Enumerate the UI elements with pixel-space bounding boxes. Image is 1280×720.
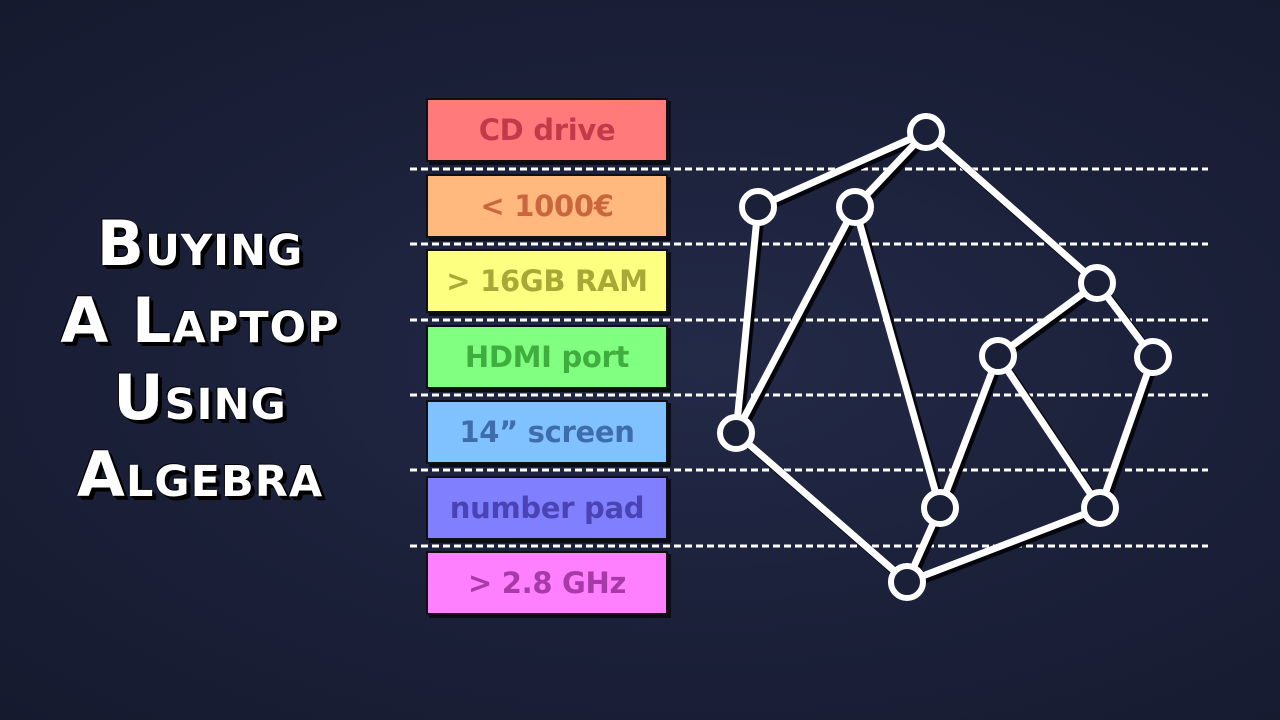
edge-shadow: [757, 131, 933, 214]
graph-node-top: [907, 113, 945, 151]
graph-edge-f-bottom: [732, 429, 911, 586]
graph-node-e: [1134, 338, 1172, 376]
graph-node-bottom: [888, 563, 926, 601]
graph-edge-top-c: [922, 128, 1101, 287]
graph-edge-d-h: [994, 352, 1104, 512]
edge-shadow: [939, 355, 1005, 515]
graph-edge-d-g: [936, 352, 1002, 512]
edge-shadow: [997, 282, 1104, 363]
graph-node-a: [739, 188, 777, 226]
requirement-label: > 2.8 GHz: [467, 566, 627, 600]
requirement-label: < 1000€: [480, 188, 614, 223]
graph-edge-e-h: [1096, 353, 1157, 512]
graph-edge-c-d: [994, 279, 1101, 360]
requirement-label: 14” screen: [459, 415, 635, 449]
requirement-bar-number-pad: number pad: [426, 475, 668, 540]
requirement-bar-cpu: > 2.8 GHz: [426, 551, 668, 615]
graph-node-h: [1081, 489, 1119, 527]
title-line-4: Algebra: [76, 438, 324, 511]
title-line-2: A Laptop: [60, 284, 340, 357]
graph-edge-top-a: [754, 128, 930, 211]
edge-shadow: [735, 206, 862, 440]
graph-edge-b-f: [732, 203, 859, 437]
requirement-bar-hdmi: HDMI port: [426, 324, 668, 389]
requirement-label: number pad: [449, 490, 645, 525]
graph-node-c: [1078, 264, 1116, 302]
requirement-bar-screen: 14” screen: [426, 400, 668, 464]
graph-node-b: [836, 188, 874, 226]
requirement-label: > 16GB RAM: [446, 264, 648, 298]
edge-shadow: [1099, 356, 1160, 515]
requirement-label: HDMI port: [464, 339, 630, 374]
title-line-1: Buying: [96, 207, 304, 280]
graph-edge-a-f: [732, 203, 762, 437]
requirement-label: CD drive: [478, 113, 616, 147]
graph-node-d: [979, 337, 1017, 375]
graph-node-g: [921, 489, 959, 527]
edge-shadow: [906, 507, 1107, 589]
requirement-bar-price: < 1000€: [426, 173, 668, 238]
graph-edge-h-bottom: [903, 504, 1104, 586]
requirement-list: CD drive < 1000€ > 16GB RAM HDMI port 14…: [426, 98, 668, 627]
graph-edge-b-g: [851, 203, 944, 512]
title-line-3: Using: [113, 361, 287, 434]
graph-node-f: [717, 414, 755, 452]
requirement-bar-cd-drive: CD drive: [426, 98, 668, 162]
requirement-bar-ram: > 16GB RAM: [426, 249, 668, 313]
video-title: Buying A Laptop Using Algebra: [30, 205, 370, 513]
